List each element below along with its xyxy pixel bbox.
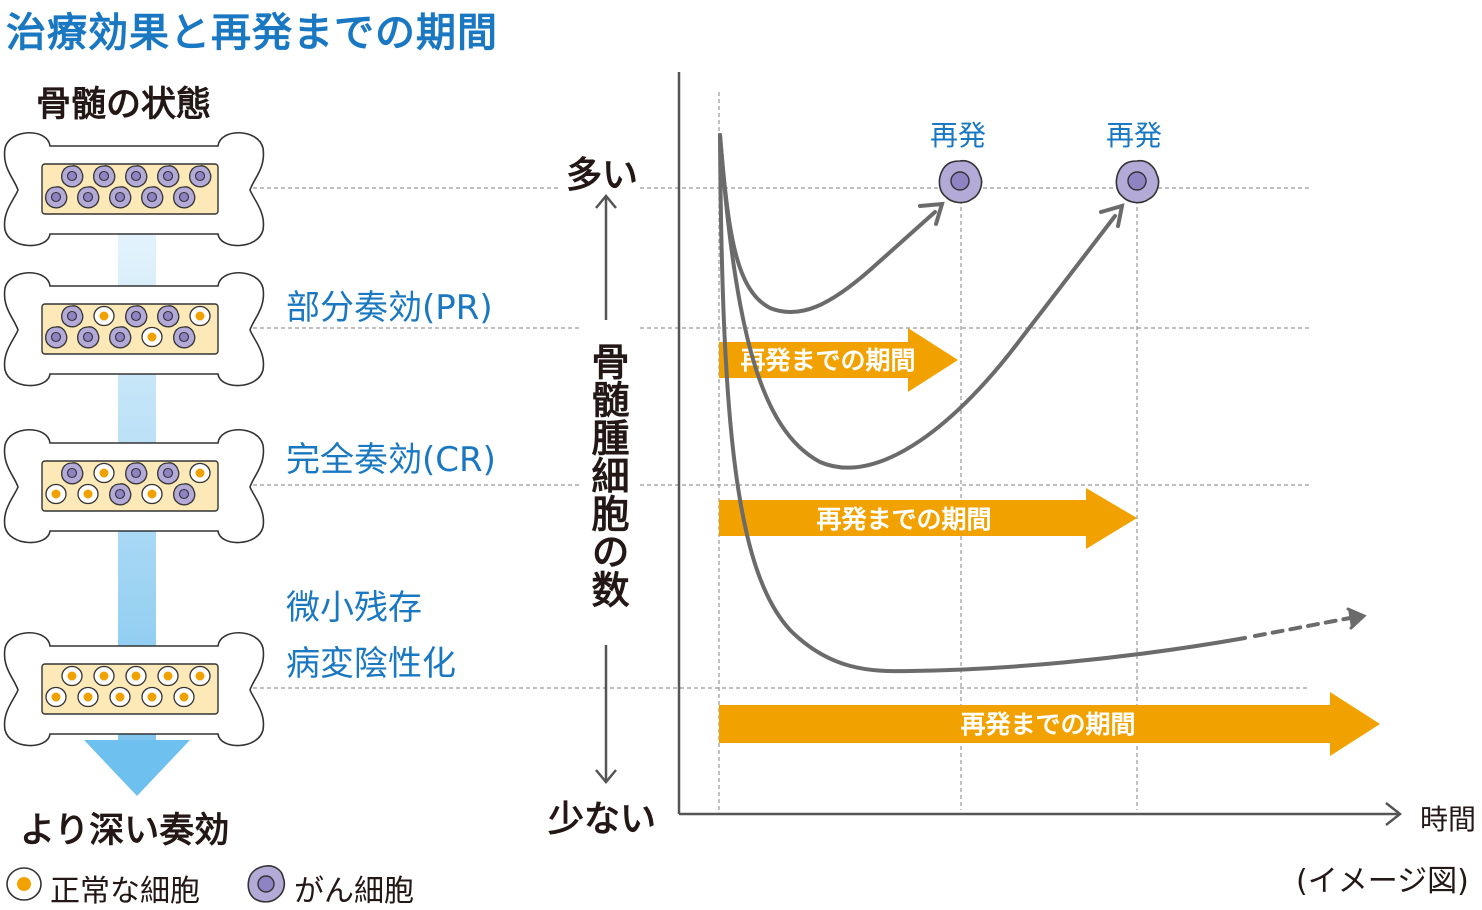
axes <box>677 72 1403 826</box>
normal-cell-legend-label: 正常な細胞 <box>50 874 200 909</box>
state-label-cr: 完全奏効(CR) <box>286 440 496 480</box>
cells-mrd-negative <box>45 665 211 708</box>
period-arrow-3-label: 再発までの期間 <box>960 710 1135 739</box>
y-high-label: 多い <box>566 155 639 196</box>
x-axis-label: 時間 <box>1420 803 1477 836</box>
relapse-label-2: 再発 <box>1106 119 1163 152</box>
cancer-cell-legend-icon <box>247 865 286 903</box>
relapse-cell-1 <box>938 159 983 204</box>
period-arrow-2-label: 再発までの期間 <box>816 505 991 534</box>
curve-cr-arrowhead <box>1099 203 1125 228</box>
state-label-mrd-line2: 病変陰性化 <box>286 644 456 684</box>
bone-cr <box>3 429 265 544</box>
y-low-label: 少ない <box>548 799 657 840</box>
image-note: (イメージ図) <box>1296 864 1469 899</box>
curves <box>718 133 1367 674</box>
bone-mrd-negative <box>3 632 265 747</box>
bone-marrow-heading: 骨髄の状態 <box>36 85 212 125</box>
y-axis-label: 骨髄腫細胞の数 <box>585 342 629 608</box>
period-arrow-3: 再発までの期間 <box>719 692 1380 756</box>
state-label-mrd-line1: 微小残存 <box>286 588 422 628</box>
page-title: 治療効果と再発までの期間 <box>6 10 498 56</box>
period-arrow-2: 再発までの期間 <box>719 488 1137 549</box>
deeper-response-label: より深い奏効 <box>20 811 230 851</box>
curve-cr <box>718 133 1117 470</box>
curve-pr <box>718 133 937 314</box>
relapse-label-1: 再発 <box>930 119 987 152</box>
curve-mrd <box>718 133 1247 674</box>
cancer-cell-legend-label: がん細胞 <box>294 874 414 909</box>
deeper-response-arrow <box>84 222 190 796</box>
curve-mrd-dashed <box>1253 616 1352 638</box>
bone-pr <box>3 272 265 387</box>
cells-cr <box>45 462 211 506</box>
bone-untreated <box>3 132 265 247</box>
state-label-pr: 部分奏効(PR) <box>286 288 493 328</box>
relapse-cell-2 <box>1115 159 1160 204</box>
period-arrow-1: 再発までの期間 <box>719 328 958 392</box>
normal-cell-legend-icon <box>6 867 42 901</box>
curve-mrd-arrowhead <box>1346 607 1367 630</box>
cells-pr <box>45 305 211 349</box>
cells-untreated <box>45 165 212 209</box>
curve-pr-arrowhead <box>918 201 945 226</box>
period-arrow-1-label: 再発までの期間 <box>740 346 915 375</box>
